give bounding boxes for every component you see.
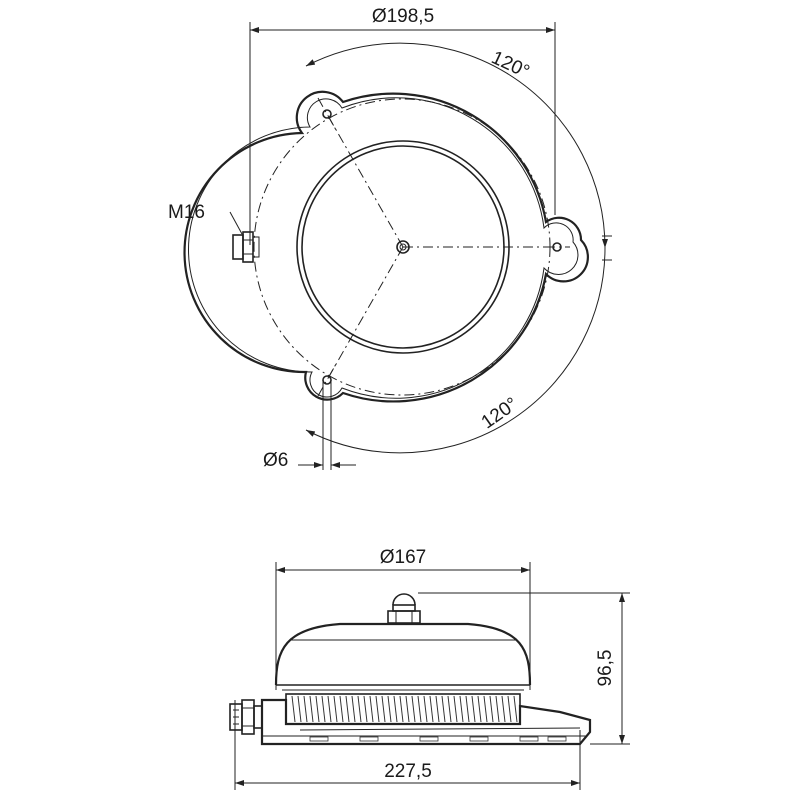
fin-line xyxy=(303,695,308,723)
height-label: 96,5 xyxy=(595,650,616,687)
fin-line xyxy=(501,695,506,723)
base-width-dimension: 227,5 xyxy=(234,700,581,790)
fin-line xyxy=(339,695,344,723)
center-lines xyxy=(317,97,570,397)
fin-line xyxy=(453,695,458,723)
thread-label: M16 xyxy=(168,202,205,223)
fin-line xyxy=(489,695,494,723)
mounting-hole-lower xyxy=(322,375,332,385)
fin-line xyxy=(321,695,326,723)
fin-line xyxy=(309,695,314,723)
fin-line xyxy=(291,695,296,723)
fin-line xyxy=(393,695,398,723)
fin-line xyxy=(483,695,488,723)
fin-line xyxy=(351,695,356,723)
fin-line xyxy=(399,695,404,723)
cable-gland-side xyxy=(229,699,263,735)
fin-line xyxy=(429,695,434,723)
height-dimension: 96,5 xyxy=(418,592,630,745)
fin-line xyxy=(387,695,392,723)
fin-line xyxy=(381,695,386,723)
fin-line xyxy=(495,695,500,723)
fin-line xyxy=(471,695,476,723)
fin-line xyxy=(507,695,512,723)
plate-marks xyxy=(309,736,567,742)
cooling-fins xyxy=(285,693,521,725)
top-view: Ø198,5 120° 120° xyxy=(168,6,612,471)
fin-line xyxy=(477,695,482,723)
hole-label: Ø6 xyxy=(263,450,288,471)
plate-mark xyxy=(359,736,379,742)
mounting-hole-upper xyxy=(322,109,332,119)
plate-mark xyxy=(519,736,539,742)
fin-line xyxy=(465,695,470,723)
fin-line xyxy=(423,695,428,723)
fin-line xyxy=(375,695,380,723)
mounting-hole-right xyxy=(552,242,562,252)
fin-line xyxy=(411,695,416,723)
top-knob xyxy=(387,593,421,624)
side-view: Ø167 96,5 227,5 xyxy=(229,547,630,790)
base-width-label: 227,5 xyxy=(384,761,432,782)
angle-upper-label: 120° xyxy=(488,47,533,83)
fin-line xyxy=(327,695,332,723)
fin-line xyxy=(297,695,302,723)
fin-line xyxy=(435,695,440,723)
fin-line xyxy=(405,695,410,723)
fin-line xyxy=(513,695,518,723)
plate-mark xyxy=(547,736,567,742)
fin-line xyxy=(357,695,362,723)
fin-line xyxy=(333,695,338,723)
fin-line xyxy=(447,695,452,723)
top-diameter-dimension: Ø198,5 xyxy=(249,6,556,245)
plate-mark xyxy=(419,736,439,742)
side-dome-diameter-dimension: Ø167 xyxy=(275,547,531,690)
base-plate-side xyxy=(260,698,592,746)
fin-line xyxy=(417,695,422,723)
top-diameter-label: Ø198,5 xyxy=(372,6,434,27)
fin-line xyxy=(369,695,374,723)
fin-lines xyxy=(291,695,518,723)
plate-mark xyxy=(309,736,329,742)
fin-line xyxy=(441,695,446,723)
fin-line xyxy=(459,695,464,723)
hole-dimension: Ø6 xyxy=(263,380,356,471)
base-plate-outline xyxy=(183,90,589,403)
cable-gland-top: M16 xyxy=(168,202,260,263)
dome-diameter-label: Ø167 xyxy=(380,547,426,568)
fin-line xyxy=(363,695,368,723)
center-knob-inner xyxy=(399,243,407,251)
plate-mark xyxy=(469,736,489,742)
dome-body xyxy=(274,622,532,691)
fin-line xyxy=(345,695,350,723)
fin-line xyxy=(315,695,320,723)
center-knob xyxy=(396,240,410,254)
